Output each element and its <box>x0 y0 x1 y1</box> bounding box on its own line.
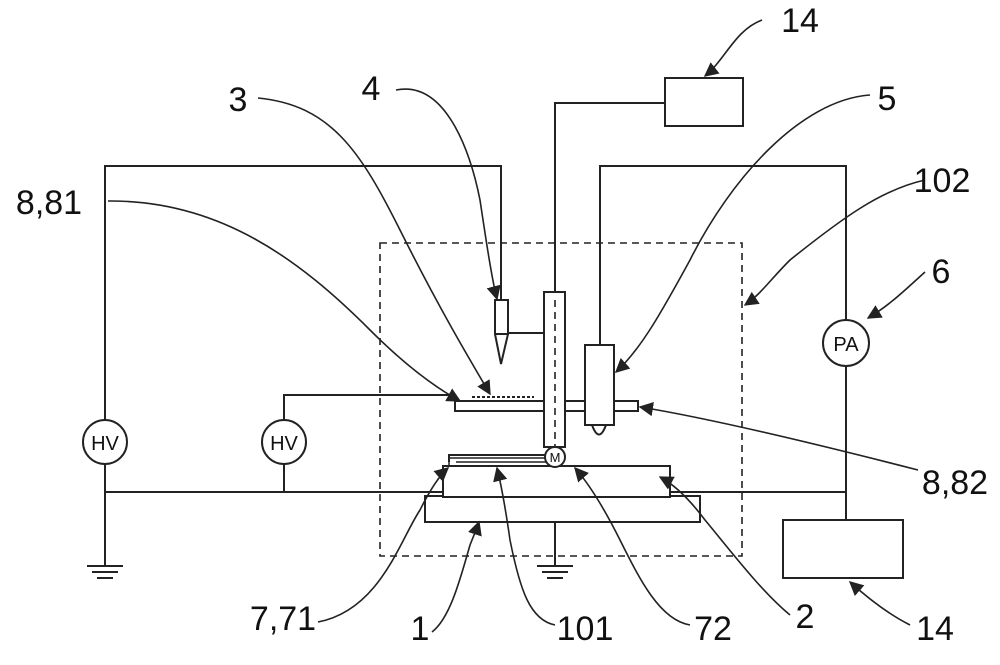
leader-14-bottom <box>848 581 911 626</box>
leader-72 <box>574 466 691 626</box>
collector-platform-2 <box>442 465 671 498</box>
wire-hv-to-plate <box>283 394 455 420</box>
callout-8-81: 8,81 <box>16 184 82 222</box>
leader-101 <box>493 466 556 626</box>
wire-column-to-box14 <box>554 102 665 292</box>
controller-box-14-bottom <box>782 519 904 579</box>
leader-5 <box>614 94 871 373</box>
hv-source-left-label: HV <box>91 433 119 455</box>
callout-7-71: 7,71 <box>250 600 316 638</box>
callout-1: 1 <box>411 610 430 648</box>
callout-101: 101 <box>557 610 614 648</box>
leader-2 <box>658 476 791 616</box>
callout-102: 102 <box>914 162 971 200</box>
leader-7-71 <box>317 467 450 623</box>
leader-4 <box>395 88 501 301</box>
leader-8-82 <box>638 401 919 471</box>
leader-102 <box>743 179 926 306</box>
callout-72: 72 <box>694 610 732 648</box>
nozzle-tip <box>494 333 509 365</box>
device-5 <box>584 344 615 426</box>
dashed-enclosure-102 <box>379 242 743 557</box>
callout-6: 6 <box>932 253 951 291</box>
wire-device5-to-pa <box>599 165 847 345</box>
leader-1 <box>431 520 482 633</box>
device-5-tip <box>591 424 607 436</box>
hv-source-mid-label: HV <box>270 433 298 455</box>
ammeter-pa-label: PA <box>833 334 859 356</box>
plate-8-81 <box>454 400 545 412</box>
leader-6 <box>866 271 926 319</box>
callout-3: 3 <box>229 81 248 119</box>
callout-5: 5 <box>878 80 897 118</box>
leader-3 <box>257 97 491 396</box>
callout-4: 4 <box>362 70 381 108</box>
ground-left <box>87 565 123 579</box>
spray-nozzle-4 <box>494 299 509 335</box>
callout-14-bottom: 14 <box>916 610 954 648</box>
base-stage-1 <box>424 495 701 523</box>
callout-8-82: 8,82 <box>922 464 988 502</box>
wire-hv-to-nozzle <box>104 165 502 420</box>
callout-2: 2 <box>796 598 815 636</box>
motor-label: M <box>550 450 561 465</box>
ground-center <box>537 565 573 579</box>
leader-14-top <box>703 19 763 77</box>
callout-14-top: 14 <box>781 2 819 40</box>
controller-box-14-top <box>664 77 744 127</box>
leader-8-81 <box>107 200 462 402</box>
wire-substrate <box>448 454 545 462</box>
